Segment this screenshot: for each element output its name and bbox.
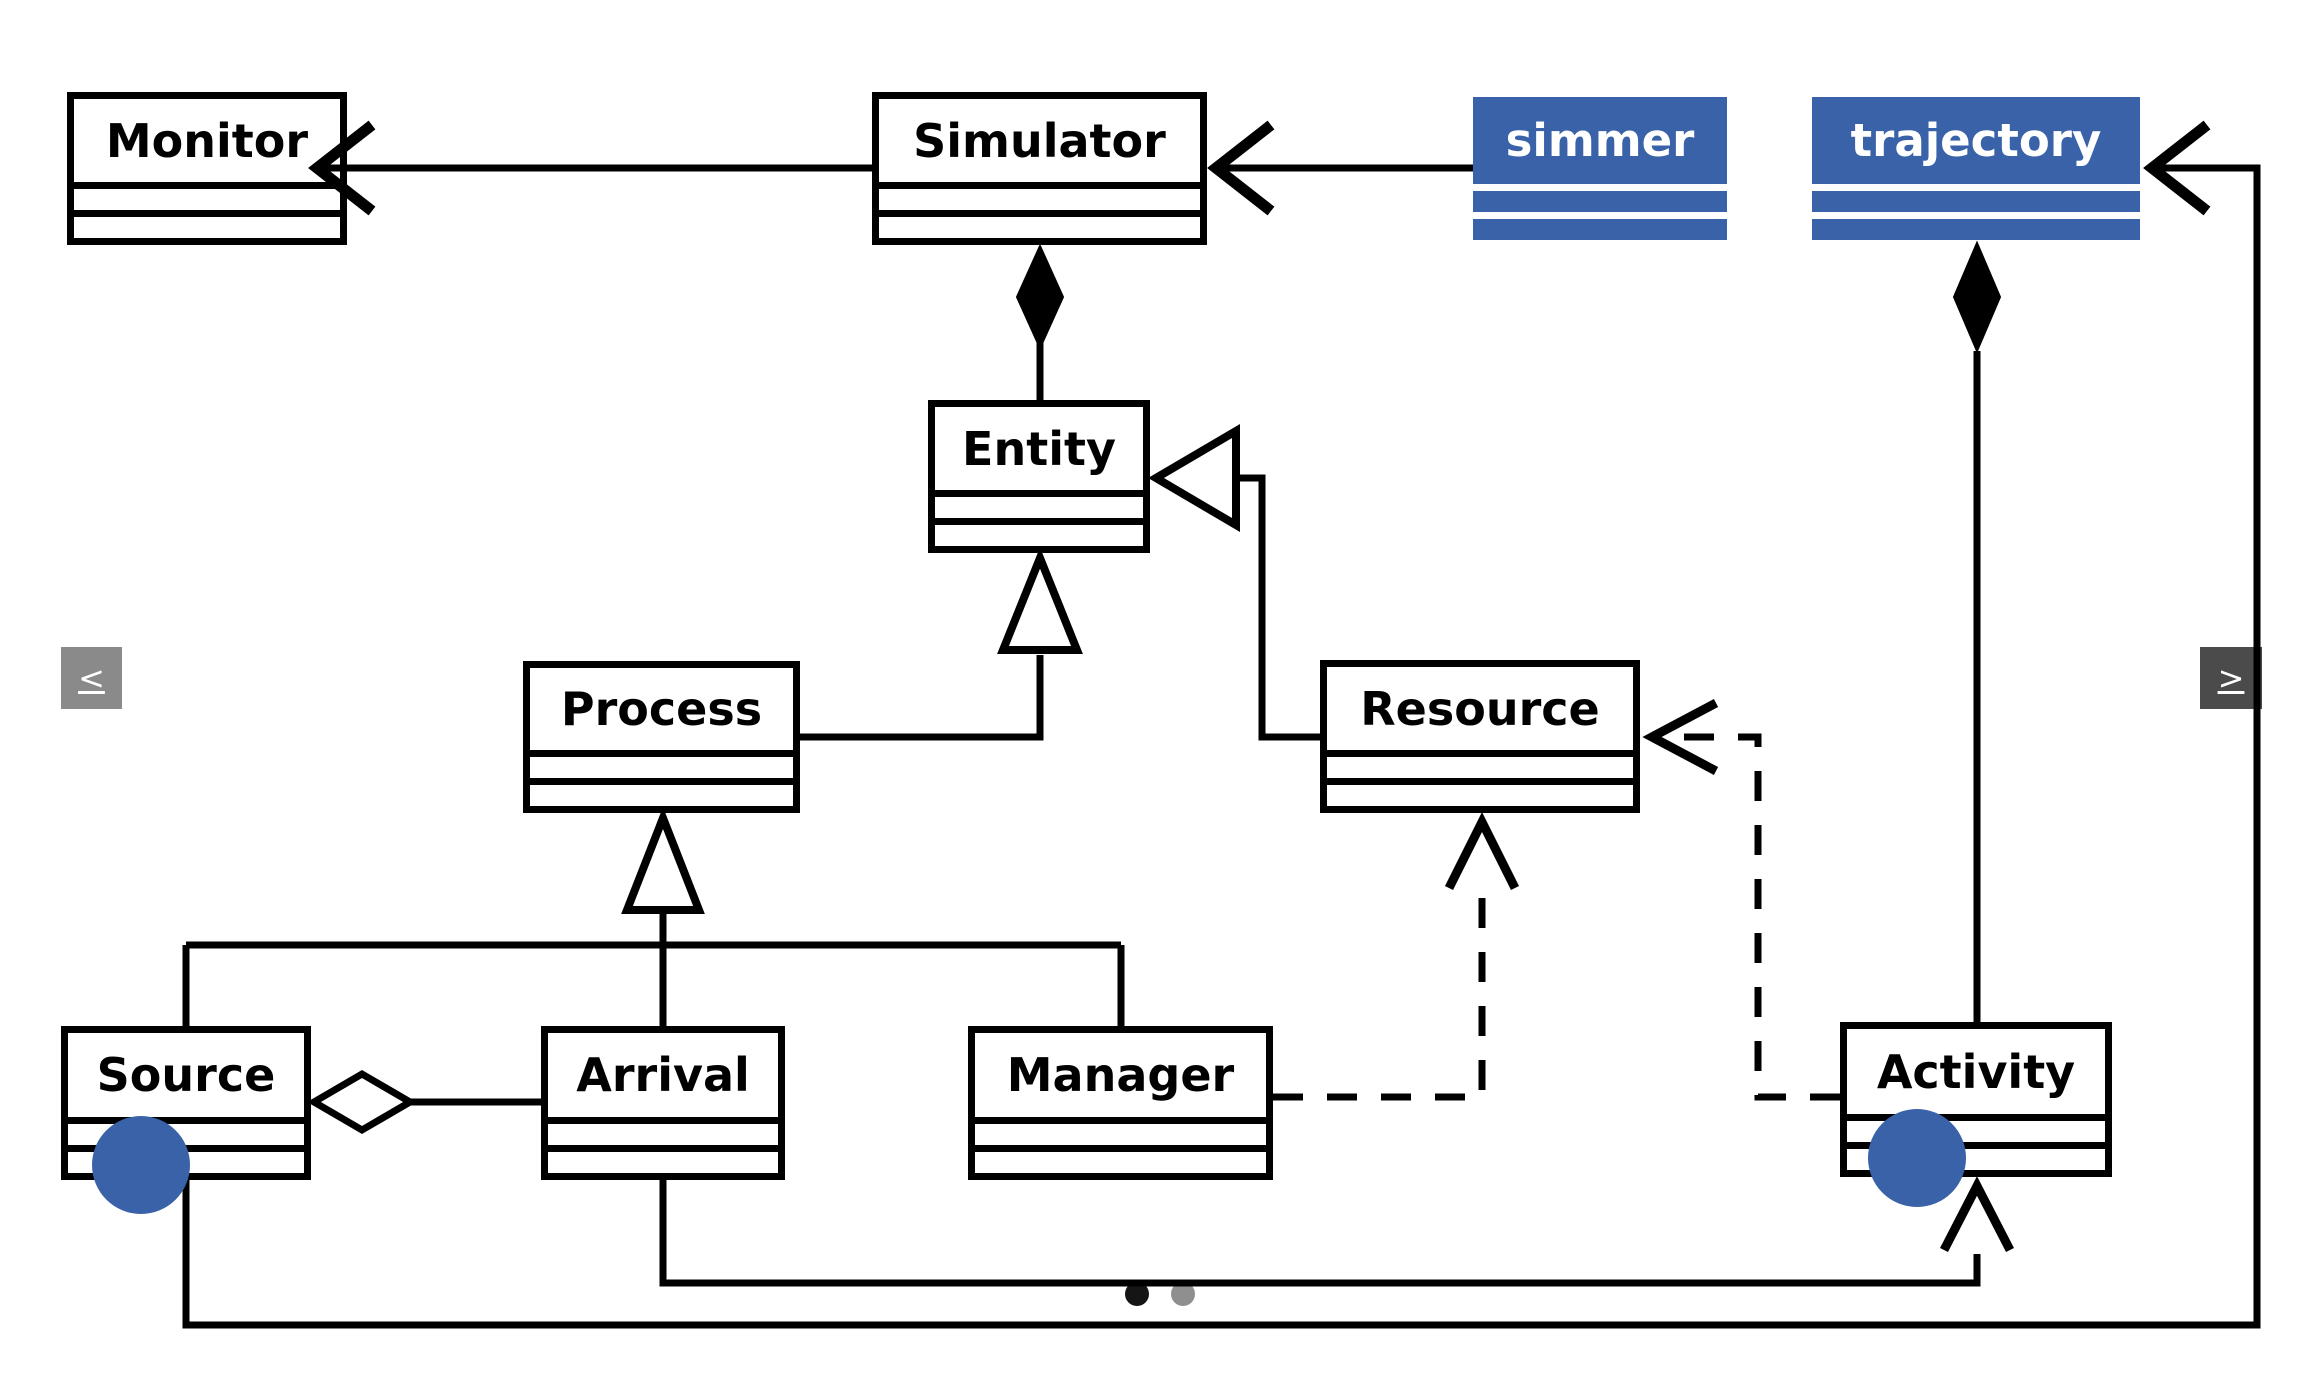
class-label-source: Source (96, 1048, 276, 1102)
open-arrowhead-icon (1444, 811, 1520, 891)
edge-source-arrival-aggregation (307, 1069, 541, 1135)
class-box-entity: Entity (928, 400, 1150, 553)
edge-subclasses-process-generalization (182, 807, 1125, 1026)
class-box-monitor: Monitor (67, 92, 347, 245)
class-label-simulator: Simulator (913, 113, 1166, 168)
open-arrowhead-icon (1642, 699, 1719, 775)
class-label-monitor: Monitor (105, 113, 309, 168)
class-methods-compartment (1327, 778, 1633, 806)
class-label-activity: Activity (1876, 1044, 2076, 1099)
class-box-simulator: Simulator (872, 92, 1207, 245)
class-attributes-compartment (74, 182, 340, 210)
edge-resource-entity-generalization (1148, 424, 1320, 741)
carousel-prev-button[interactable]: < (61, 647, 122, 709)
package-box-simmer: simmer (1473, 97, 1727, 240)
filled-diamond-icon (1015, 243, 1065, 351)
filled-diamond-icon (1952, 240, 2002, 354)
class-box-arrival: Arrival (541, 1026, 785, 1180)
class-box-process: Process (523, 661, 800, 813)
class-label-resource: Resource (1360, 681, 1600, 736)
carousel-dot-2[interactable] (1171, 1282, 1195, 1306)
class-label-process: Process (560, 682, 763, 736)
package-label-trajectory: trajectory (1812, 97, 2140, 184)
class-label-entity: Entity (962, 421, 1116, 476)
edge-manager-resource-dependency (1273, 811, 1520, 1101)
class-attributes-compartment (548, 1117, 778, 1145)
class-label-manager: Manager (1006, 1048, 1235, 1102)
class-methods-compartment (548, 1145, 778, 1173)
edge-activity-resource-dependency (1642, 699, 1840, 1101)
class-methods-compartment (879, 210, 1200, 238)
package-compartment (1473, 191, 1727, 212)
edge-process-entity-generalization (800, 547, 1083, 741)
class-attributes-compartment (1327, 750, 1633, 778)
class-box-source: Source (61, 1026, 311, 1180)
package-compartment (1812, 191, 2140, 212)
edge-arrival-activity (659, 1176, 2014, 1287)
class-attributes-compartment (879, 182, 1200, 210)
open-arrowhead-icon (1207, 120, 1275, 216)
edge-simulator-entity-composition (1015, 243, 1065, 400)
class-attributes-compartment (935, 490, 1143, 518)
class-methods-compartment (74, 210, 340, 238)
class-methods-compartment (935, 518, 1143, 546)
class-attributes-compartment (530, 750, 793, 778)
class-box-manager: Manager (968, 1026, 1273, 1180)
class-label-arrival: Arrival (576, 1048, 750, 1102)
class-methods-compartment (68, 1145, 304, 1173)
edge-simulator-monitor (308, 120, 872, 216)
carousel-dot-1[interactable] (1125, 1282, 1149, 1306)
hollow-triangle-icon (997, 547, 1083, 654)
hollow-triangle-icon (1148, 424, 1240, 532)
package-compartment (1473, 219, 1727, 240)
class-methods-compartment (1847, 1142, 2105, 1170)
carousel-next-button[interactable]: > (2200, 647, 2262, 709)
class-attributes-compartment (975, 1117, 1266, 1145)
class-methods-compartment (530, 778, 793, 806)
class-attributes-compartment (68, 1117, 304, 1145)
hollow-diamond-icon (307, 1069, 417, 1135)
package-label-simmer: simmer (1473, 97, 1727, 184)
carousel-dots (1125, 1282, 1195, 1306)
class-attributes-compartment (1847, 1114, 2105, 1142)
edge-simmer-simulator (1207, 120, 1473, 216)
class-box-activity: Activity (1840, 1022, 2112, 1177)
package-compartment (1812, 219, 2140, 240)
package-box-trajectory: trajectory (1812, 97, 2140, 240)
open-arrowhead-icon (1940, 1176, 2014, 1253)
open-arrowhead-icon (2143, 120, 2211, 216)
edge-trajectory-activity-composition (1952, 240, 2002, 1022)
class-methods-compartment (975, 1145, 1266, 1173)
hollow-triangle-icon (621, 807, 705, 914)
class-box-resource: Resource (1320, 660, 1640, 813)
